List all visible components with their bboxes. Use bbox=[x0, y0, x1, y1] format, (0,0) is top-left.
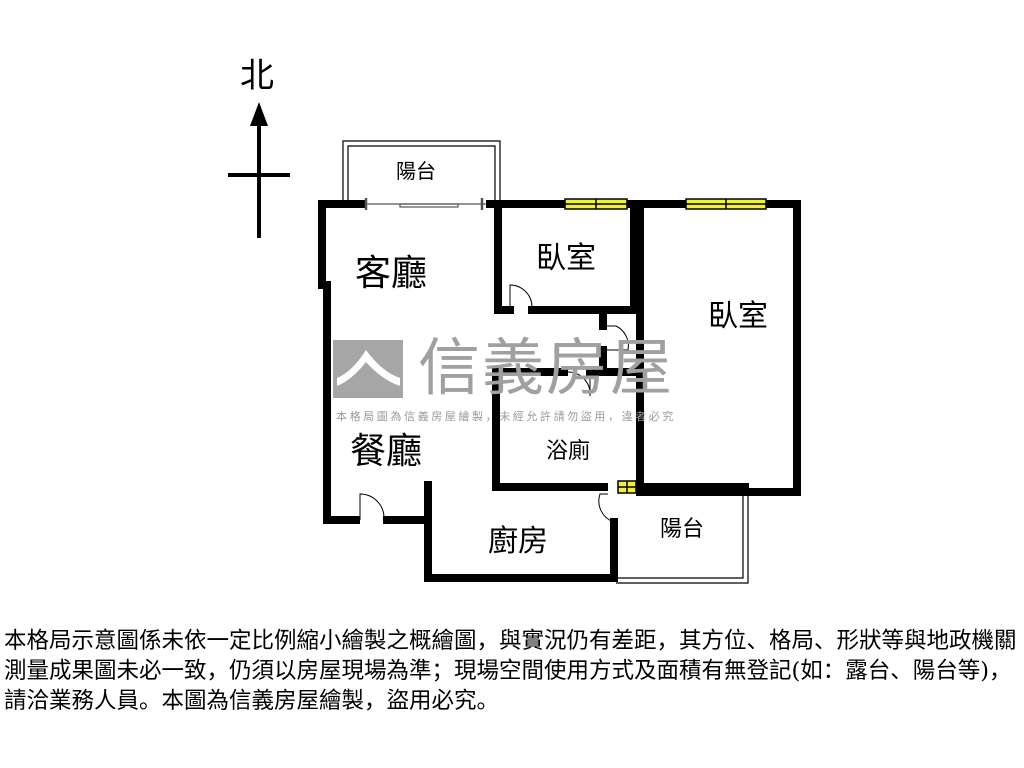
doors bbox=[359, 284, 629, 523]
watermark-notice: 本格局圖為信義房屋繪製，未經允許請勿盜用，違者必究 bbox=[336, 410, 676, 423]
compass-north-label: 北 bbox=[240, 56, 274, 96]
room-balcony-bottom: 陽台 bbox=[660, 517, 705, 542]
room-bathroom: 浴廁 bbox=[546, 439, 591, 464]
balcony-bottom-railing bbox=[616, 490, 749, 584]
room-bedroom-large: 臥室 bbox=[708, 299, 768, 334]
windows bbox=[564, 198, 767, 494]
room-bedroom-small: 臥室 bbox=[536, 241, 596, 276]
room-kitchen: 廚房 bbox=[488, 524, 548, 559]
watermark-brand: 信義房屋 bbox=[418, 331, 675, 404]
room-dining-room: 餐廳 bbox=[350, 431, 423, 472]
walls bbox=[318, 200, 801, 582]
room-balcony-top: 陽台 bbox=[396, 159, 436, 183]
balcony-top-railing bbox=[342, 140, 501, 204]
sliding-door bbox=[364, 198, 486, 210]
north-arrow-icon bbox=[228, 102, 290, 238]
room-living-room: 客廳 bbox=[355, 253, 428, 294]
brand-logo bbox=[333, 340, 403, 398]
disclaimer-text: 本格局示意圖係未依一定比例縮小繪製之概繪圖，與實況仍有差距，其方位、格局、形狀等… bbox=[4, 628, 1017, 714]
